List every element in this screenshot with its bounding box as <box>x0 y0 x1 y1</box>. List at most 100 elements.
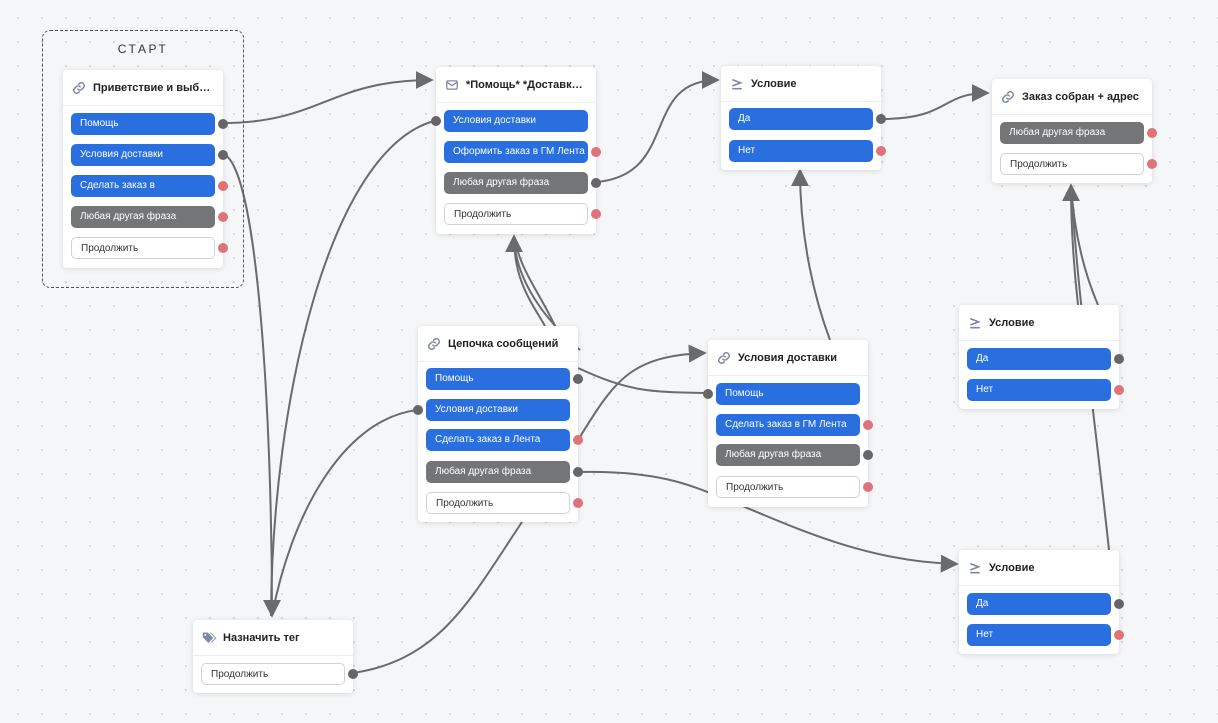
button-any-phrase[interactable]: Любая другая фраза <box>716 444 860 466</box>
node-title: Условие <box>751 77 797 90</box>
condition-icon <box>729 76 745 92</box>
port-connected[interactable] <box>218 150 228 160</box>
port-connected[interactable] <box>703 389 713 399</box>
port-unconnected[interactable] <box>218 212 228 222</box>
node-order-collected[interactable]: Заказ собран + адрес Любая другая фраза … <box>992 79 1157 183</box>
port-unconnected[interactable] <box>863 482 873 492</box>
port-connected[interactable] <box>1114 599 1124 609</box>
node-message-chain[interactable]: Цепочка сообщений Помощь Условия доставк… <box>413 326 583 522</box>
envelope-icon <box>444 77 460 93</box>
button-continue[interactable]: Продолжить <box>1000 153 1144 175</box>
node-header[interactable]: *Помощь* *Доставка* -... <box>436 67 596 103</box>
node-condition-2[interactable]: Условие Да Нет <box>959 305 1124 409</box>
port-unconnected[interactable] <box>573 435 583 445</box>
node-title: Заказ собран + адрес <box>1022 90 1139 103</box>
edge-help-delivery-terms-to-assign-tag <box>270 120 435 617</box>
button-continue[interactable]: Продолжить <box>201 663 345 685</box>
button-any-phrase[interactable]: Любая другая фраза <box>71 206 215 228</box>
edge-condition-1-yes-to-order <box>880 84 990 120</box>
condition-icon <box>967 315 983 331</box>
port-connected[interactable] <box>876 114 886 124</box>
node-header[interactable]: Назначить тег <box>193 620 353 656</box>
port-unconnected[interactable] <box>218 181 228 191</box>
node-header[interactable]: Условие <box>721 66 881 102</box>
port-connected[interactable] <box>413 405 423 415</box>
port-connected[interactable] <box>863 450 873 460</box>
node-header[interactable]: Цепочка сообщений <box>418 326 578 362</box>
edge-chain-to-delivery-terms-help <box>577 367 708 394</box>
node-title: *Помощь* *Доставка* -... <box>466 78 588 91</box>
edge-condition-2-to-order-b <box>1070 184 1099 306</box>
button-continue[interactable]: Продолжить <box>71 237 215 259</box>
link-icon <box>426 336 442 352</box>
node-header[interactable]: Заказ собран + адрес <box>992 79 1152 115</box>
button-help[interactable]: Помощь <box>716 383 860 405</box>
button-any-phrase[interactable]: Любая другая фраза <box>426 461 570 483</box>
port-connected[interactable] <box>1114 354 1124 364</box>
node-header[interactable]: Условие <box>959 550 1119 586</box>
node-header[interactable]: Условие <box>959 305 1119 341</box>
condition-icon <box>967 560 983 576</box>
node-delivery-terms[interactable]: Условия доставки Помощь Сделать заказ в … <box>703 340 873 507</box>
edge-tag-continue-to-chain <box>352 521 523 674</box>
port-connected[interactable] <box>431 116 441 126</box>
edge-chain-a-to-help-delivery <box>505 234 546 327</box>
node-header[interactable]: Условия доставки <box>708 340 868 376</box>
node-header[interactable]: Приветствие и выбор ... <box>63 70 223 106</box>
port-connected[interactable] <box>348 669 358 679</box>
port-connected[interactable] <box>218 119 228 129</box>
button-make-order-gm-lenta[interactable]: Сделать заказ в ГМ Лента <box>716 414 860 436</box>
tag-icon <box>201 630 217 646</box>
button-yes[interactable]: Да <box>729 108 873 130</box>
button-make-order-lenta[interactable]: Сделать заказ в Лента <box>426 429 570 451</box>
button-no[interactable]: Нет <box>967 624 1111 646</box>
button-yes[interactable]: Да <box>967 348 1111 370</box>
link-icon <box>1000 89 1016 105</box>
port-unconnected[interactable] <box>1114 385 1124 395</box>
port-unconnected[interactable] <box>218 243 228 253</box>
node-title: Условие <box>989 561 1035 574</box>
button-no[interactable]: Нет <box>729 140 873 162</box>
port-unconnected[interactable] <box>876 146 886 156</box>
node-title: Приветствие и выбор ... <box>93 81 215 94</box>
button-any-phrase[interactable]: Любая другая фраза <box>444 172 588 194</box>
button-place-order-gm-lenta[interactable]: Оформить заказ в ГМ Лента <box>444 141 588 163</box>
port-unconnected[interactable] <box>1147 159 1157 169</box>
button-delivery-terms[interactable]: Условия доставки <box>426 399 570 421</box>
node-help-delivery[interactable]: *Помощь* *Доставка* -... Условия доставк… <box>431 67 601 234</box>
port-unconnected[interactable] <box>1114 630 1124 640</box>
start-block: СТАРТ <box>42 30 244 288</box>
node-condition-3[interactable]: Условие Да Нет <box>959 550 1124 654</box>
edge-help-to-help-delivery <box>222 71 434 124</box>
button-yes[interactable]: Да <box>967 593 1111 615</box>
node-greeting[interactable]: Приветствие и выбор ... Помощь Условия д… <box>63 70 228 268</box>
port-connected[interactable] <box>573 374 583 384</box>
link-icon <box>716 350 732 366</box>
button-delivery-terms[interactable]: Условия доставки <box>71 144 215 166</box>
port-unconnected[interactable] <box>591 209 601 219</box>
node-title: Условия доставки <box>738 351 838 364</box>
port-unconnected[interactable] <box>863 420 873 430</box>
button-any-phrase[interactable]: Любая другая фраза <box>1000 122 1144 144</box>
port-unconnected[interactable] <box>573 498 583 508</box>
node-assign-tag[interactable]: Назначить тег Продолжить <box>193 620 358 693</box>
button-help[interactable]: Помощь <box>426 368 570 390</box>
edge-chain-b-to-help-delivery <box>513 235 556 327</box>
port-unconnected[interactable] <box>1147 128 1157 138</box>
button-continue[interactable]: Продолжить <box>426 492 570 514</box>
button-continue[interactable]: Продолжить <box>444 203 588 225</box>
edge-chain-order-to-delivery-terms <box>577 344 707 441</box>
edge-delivery-terms-to-condition-1 <box>791 168 831 341</box>
button-no[interactable]: Нет <box>967 379 1111 401</box>
button-continue[interactable]: Продолжить <box>716 476 860 498</box>
port-connected[interactable] <box>573 467 583 477</box>
link-icon <box>71 80 87 96</box>
port-unconnected[interactable] <box>591 147 601 157</box>
button-delivery-terms[interactable]: Условия доставки <box>444 110 588 132</box>
button-help[interactable]: Помощь <box>71 113 215 135</box>
edge-anyphrase-to-condition-1 <box>595 71 720 183</box>
node-condition-1[interactable]: Условие Да Нет <box>721 66 886 170</box>
edge-delivery-terms-to-condition-3 <box>739 504 959 573</box>
button-make-order[interactable]: Сделать заказ в <box>71 175 215 197</box>
port-connected[interactable] <box>591 178 601 188</box>
